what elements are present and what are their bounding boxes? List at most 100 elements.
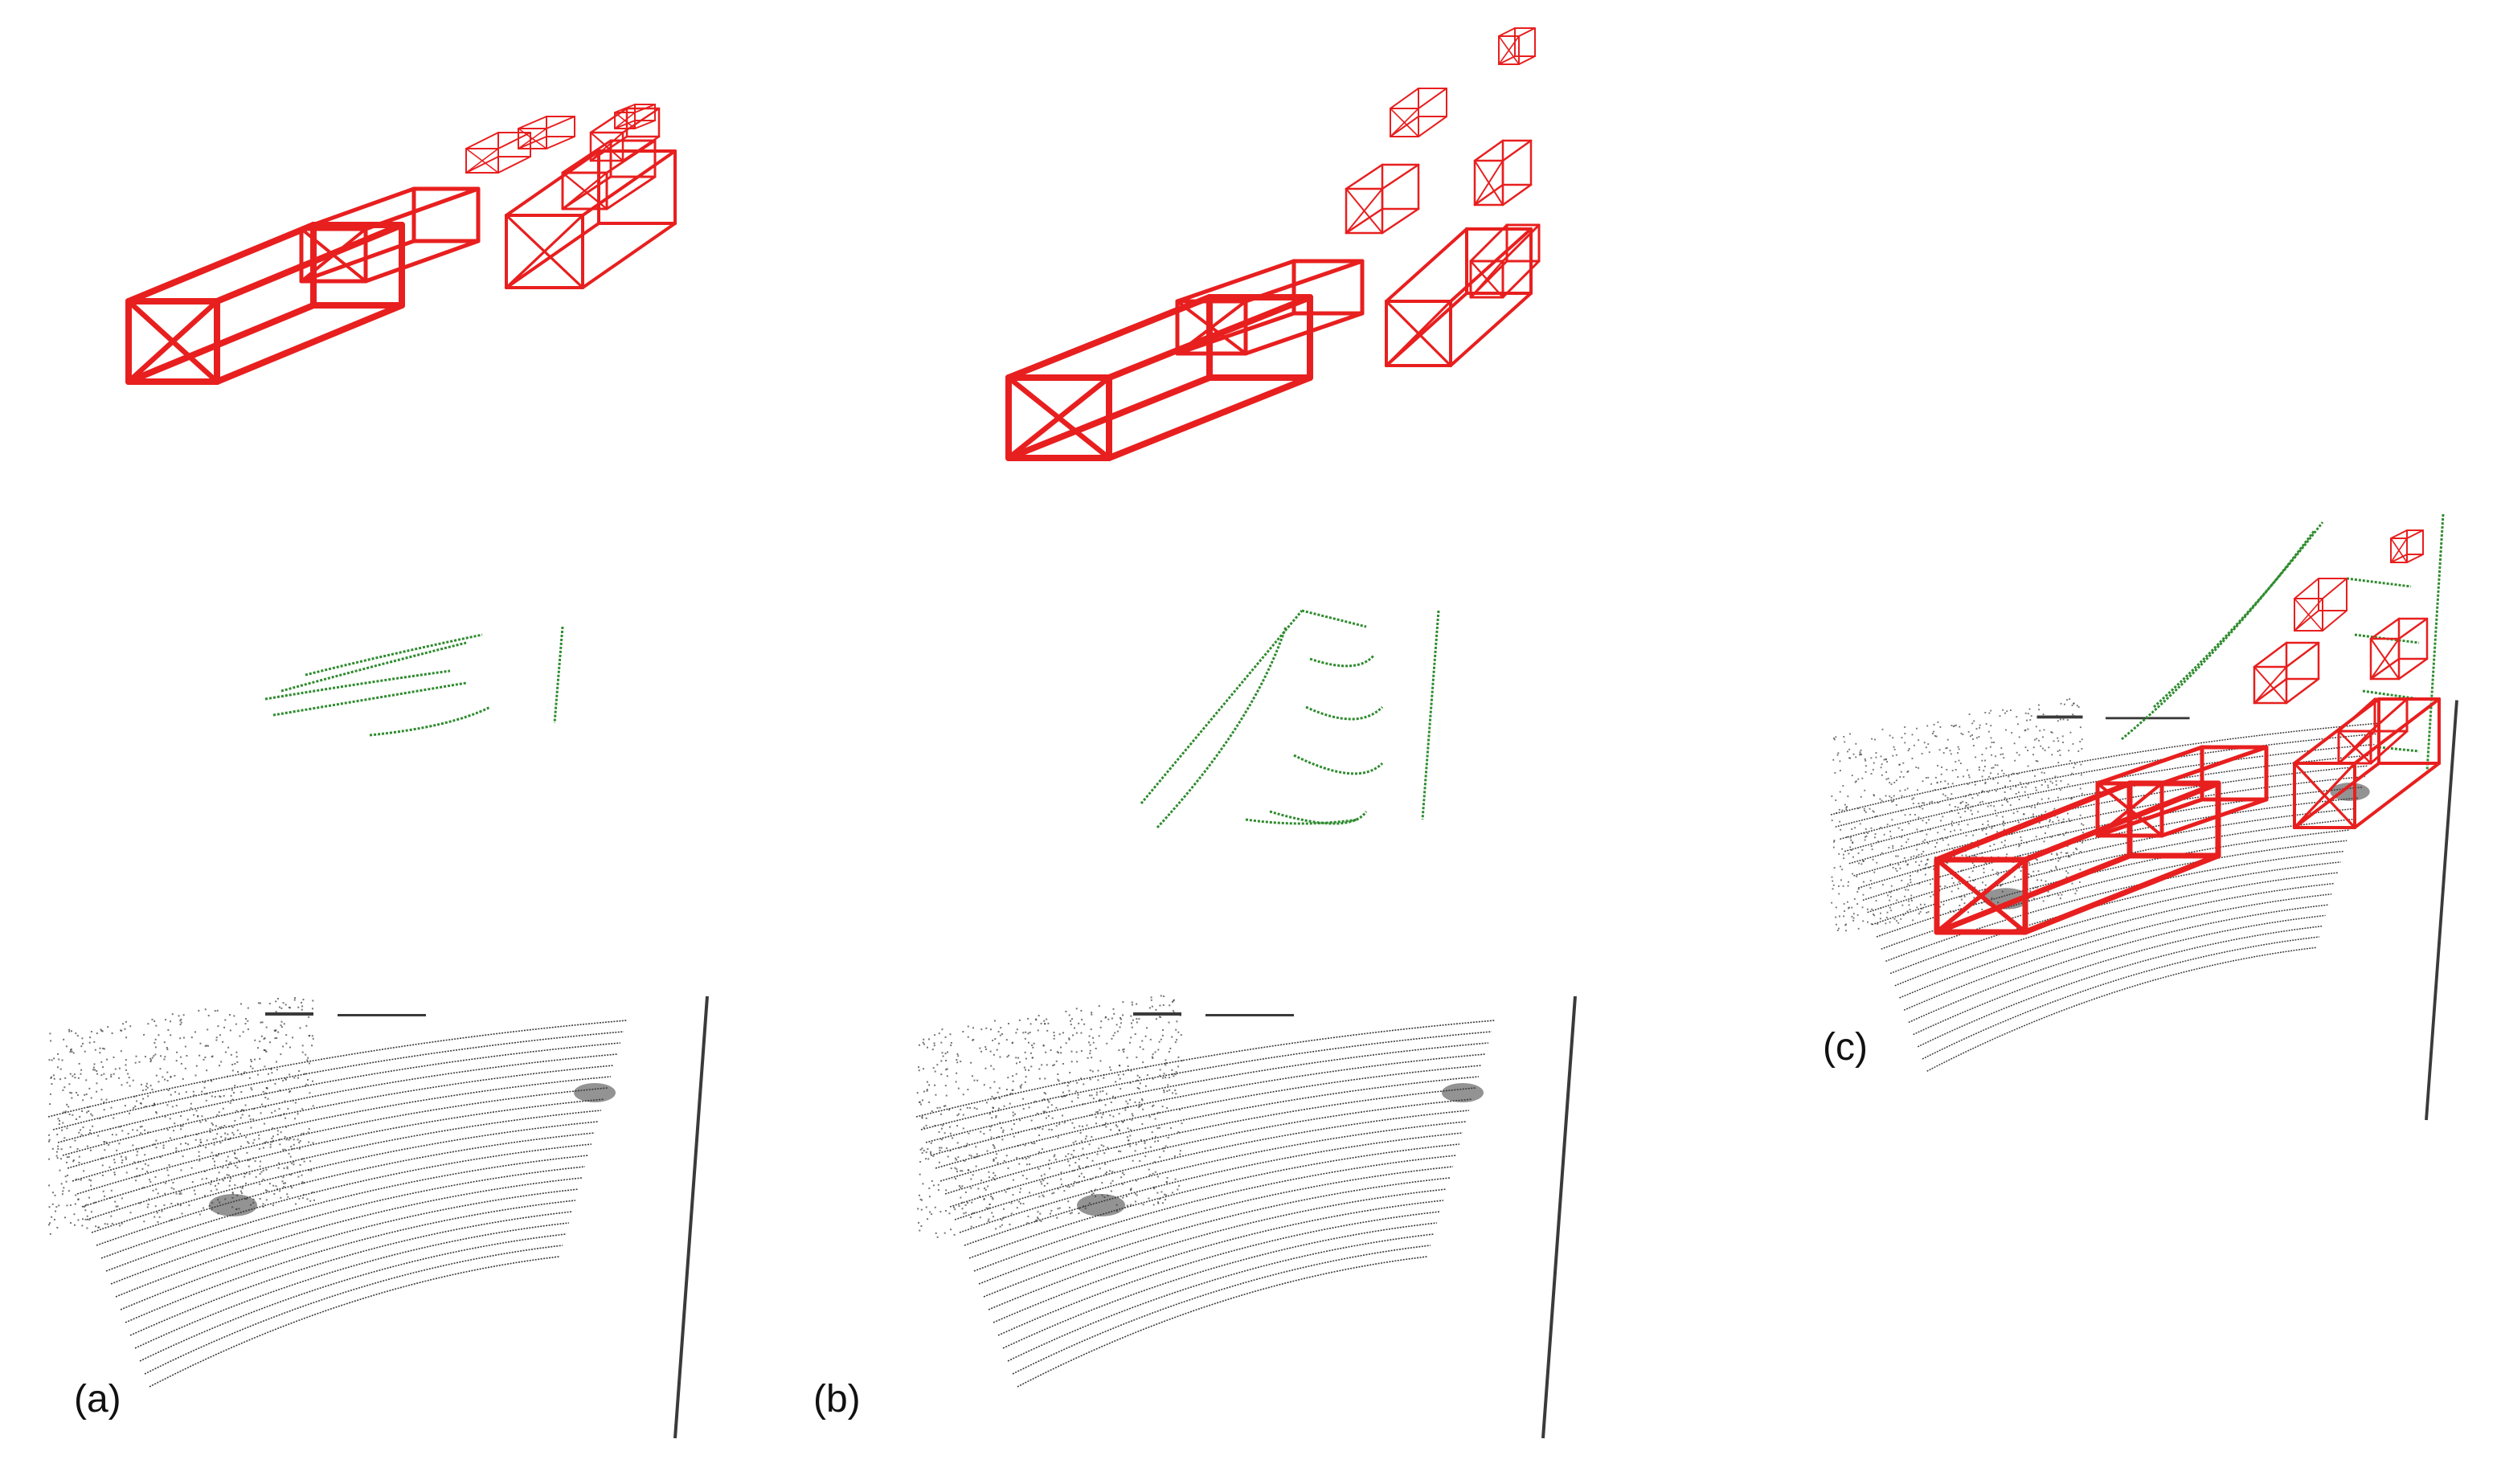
point xyxy=(209,1130,211,1133)
point xyxy=(239,1035,241,1037)
point xyxy=(272,1204,274,1207)
point xyxy=(1110,1129,1112,1131)
point xyxy=(100,1089,103,1091)
point xyxy=(1925,867,1927,869)
point xyxy=(118,1077,121,1079)
point xyxy=(1173,1000,1175,1002)
point xyxy=(1972,745,1975,746)
point xyxy=(2035,858,2037,861)
point xyxy=(164,1182,166,1184)
point xyxy=(111,1222,113,1224)
scan-ring xyxy=(1889,861,2341,975)
point xyxy=(944,1132,946,1134)
point xyxy=(1154,1118,1156,1120)
point xyxy=(170,1020,172,1023)
point xyxy=(2038,739,2040,742)
point xyxy=(110,1106,113,1109)
point xyxy=(1921,830,1923,832)
point xyxy=(931,1213,933,1216)
point xyxy=(1136,1003,1138,1005)
point xyxy=(1893,918,1896,920)
point xyxy=(109,1197,112,1200)
point xyxy=(84,1209,87,1212)
point xyxy=(946,1068,948,1070)
point xyxy=(222,1040,224,1043)
point xyxy=(128,1077,130,1079)
point xyxy=(166,1047,168,1049)
point xyxy=(1058,1033,1061,1036)
point xyxy=(2057,740,2060,742)
scan-ring xyxy=(149,1256,560,1388)
point xyxy=(1037,1217,1039,1220)
point xyxy=(1089,1069,1091,1072)
point xyxy=(972,1039,974,1041)
point xyxy=(973,1107,976,1110)
point xyxy=(1967,769,1968,771)
point xyxy=(301,1197,304,1200)
point xyxy=(96,1073,99,1075)
point xyxy=(1885,758,1888,761)
point xyxy=(1046,1029,1049,1032)
point xyxy=(166,1080,169,1082)
point xyxy=(1131,1026,1133,1028)
box-edge xyxy=(1498,27,1516,37)
point xyxy=(1890,783,1893,786)
point xyxy=(2024,712,2027,714)
point xyxy=(229,1029,231,1032)
point xyxy=(1017,1145,1020,1147)
point xyxy=(2072,743,2074,745)
point xyxy=(1019,1085,1021,1088)
point xyxy=(1047,1114,1050,1117)
point xyxy=(149,1180,152,1183)
bounding-box xyxy=(561,139,657,211)
point xyxy=(1904,789,1906,791)
point xyxy=(1959,802,1962,804)
point xyxy=(971,1201,973,1204)
point xyxy=(916,1092,919,1094)
point xyxy=(1010,1128,1013,1130)
point xyxy=(1856,914,1859,916)
point xyxy=(1150,999,1152,1001)
point xyxy=(2057,860,2060,862)
point xyxy=(105,1077,108,1080)
point xyxy=(1132,1159,1134,1162)
point xyxy=(1893,748,1896,750)
point xyxy=(989,1028,992,1031)
point xyxy=(90,1184,92,1187)
point xyxy=(932,1184,935,1187)
box-cross xyxy=(1469,260,1504,299)
point xyxy=(307,1169,309,1171)
point xyxy=(1992,767,1995,769)
point xyxy=(1122,1073,1124,1076)
point xyxy=(1879,918,1881,920)
point xyxy=(1995,755,1997,758)
point xyxy=(2018,791,2020,794)
point xyxy=(205,1045,207,1047)
point xyxy=(984,1046,987,1049)
point xyxy=(81,1110,84,1112)
point xyxy=(51,1059,53,1061)
point xyxy=(1044,1110,1046,1113)
point xyxy=(938,1032,940,1035)
box-edge xyxy=(2406,554,2424,563)
point xyxy=(1918,913,1920,915)
point xyxy=(1997,782,1999,784)
point xyxy=(1848,748,1851,750)
point xyxy=(1854,827,1856,829)
car-points xyxy=(209,1194,257,1216)
point xyxy=(1120,1176,1123,1179)
point xyxy=(1151,1105,1153,1107)
point xyxy=(102,1047,104,1049)
box-edge xyxy=(299,186,416,231)
point xyxy=(1857,852,1860,854)
point xyxy=(193,1114,195,1116)
point xyxy=(1975,856,1977,858)
point xyxy=(75,1194,77,1196)
point xyxy=(1833,840,1836,843)
point xyxy=(1937,832,1939,834)
point xyxy=(1144,1035,1147,1037)
point xyxy=(1967,803,1970,806)
point xyxy=(291,1162,293,1164)
point xyxy=(2065,870,2068,873)
point xyxy=(178,1193,181,1196)
